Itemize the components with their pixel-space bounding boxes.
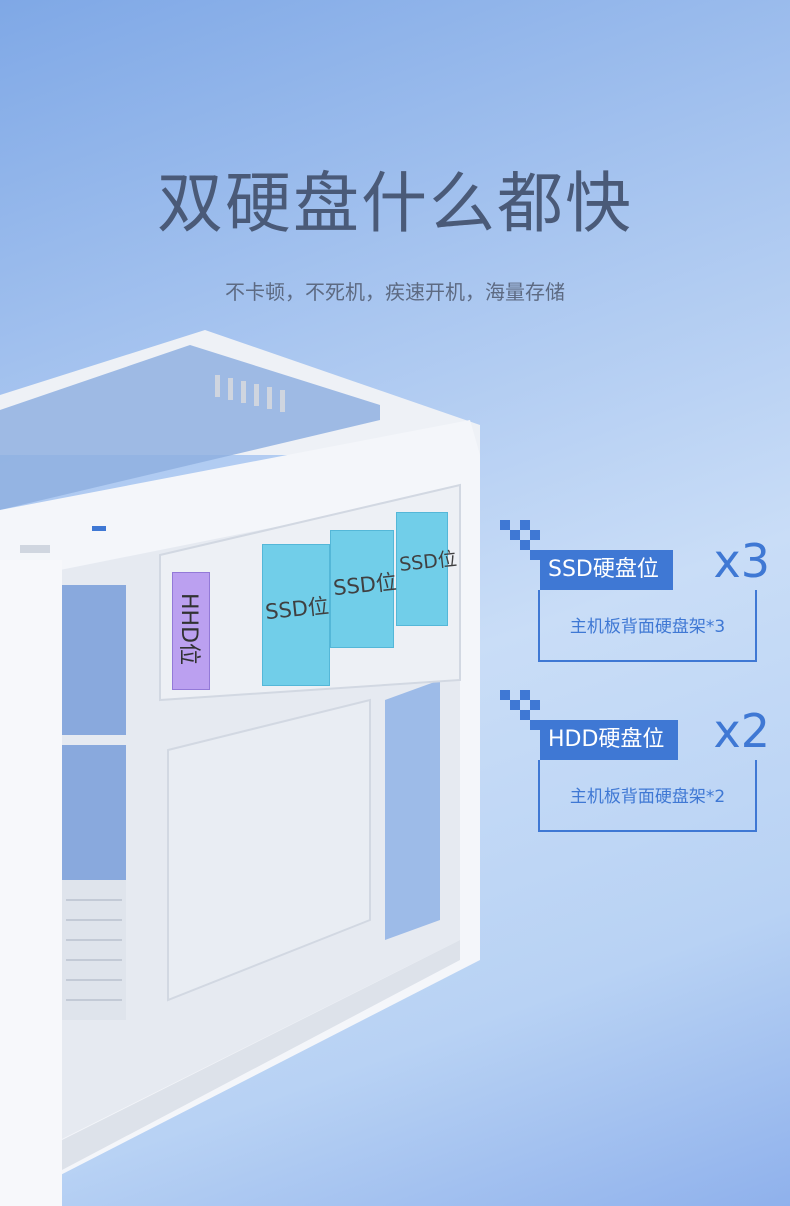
hdd-bay-description-box: 主机板背面硬盘架*2 (538, 760, 757, 832)
hdd-bay-label: HDD硬盘位 (540, 720, 679, 760)
ssd-slot-highlight: SSD位 (396, 512, 458, 626)
hdd-bay-multiplier: x2 (713, 704, 771, 758)
hdd-bay-description: 主机板背面硬盘架*2 (569, 787, 726, 807)
ssd-slot-label: SSD位 (264, 593, 331, 625)
hdd-spec-card: HDD硬盘位 x2 主机板背面硬盘架*2 (500, 690, 770, 840)
ssd-bay-multiplier: x3 (713, 534, 771, 588)
pixel-decoration-icon (500, 690, 540, 730)
hdd-slot-label: HHD位 (176, 592, 201, 666)
ssd-bay-label: SSD硬盘位 (540, 550, 673, 590)
ssd-slot-highlight: SSD位 (262, 544, 330, 686)
subline: 不卡顿，不死机，疾速开机，海量存储 (225, 280, 565, 304)
headline: 双硬盘什么都快 (157, 165, 633, 242)
ssd-spec-card: SSD硬盘位 x3 主机板背面硬盘架*3 (500, 520, 770, 670)
ssd-slot-highlight: SSD位 (330, 530, 398, 648)
hdd-slot-highlight: HHD位 (172, 572, 210, 690)
pc-case-illustration (0, 330, 480, 1206)
ssd-bay-description-box: 主机板背面硬盘架*3 (538, 590, 757, 662)
ssd-bay-description: 主机板背面硬盘架*3 (569, 617, 726, 637)
ssd-slot-label: SSD位 (332, 569, 399, 601)
pixel-decoration-icon (500, 520, 540, 560)
